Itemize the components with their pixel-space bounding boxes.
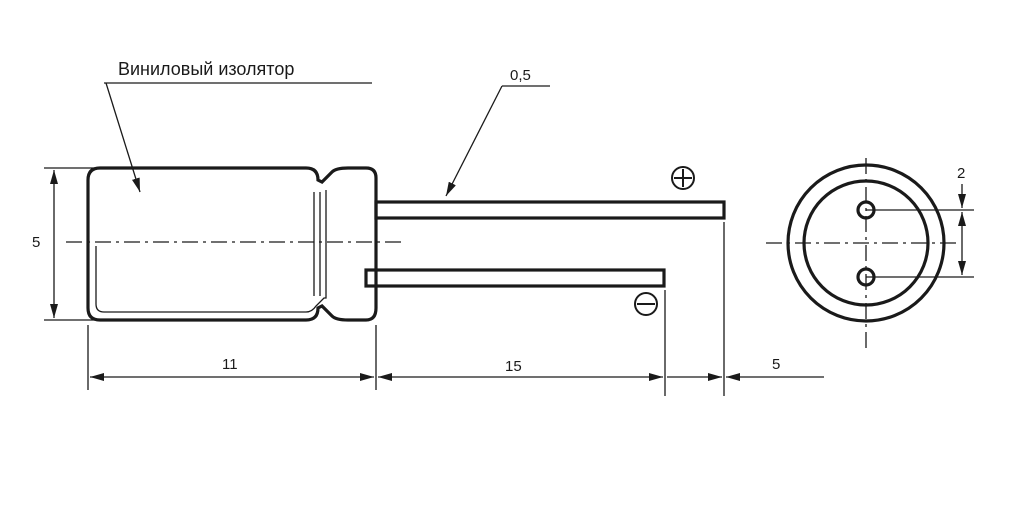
body-length-label: 11	[222, 356, 238, 373]
end-view	[766, 158, 960, 352]
body-diameter-label: 5	[32, 234, 40, 251]
pin-pitch-label: 2	[957, 165, 965, 182]
lead-length-label: 15	[505, 358, 522, 375]
lead-long-positive	[374, 200, 726, 220]
insulator-label: Виниловый изолятор	[118, 59, 294, 79]
insulator-callout: Виниловый изолятор	[104, 59, 372, 193]
pin-pitch-dimension: 2	[866, 165, 974, 278]
lead-offset-label: 5	[772, 356, 780, 373]
lead-short-negative	[364, 268, 666, 288]
lead-diameter-callout: 0,5	[445, 67, 550, 197]
length-dimensions: 11 15 5	[87, 222, 824, 396]
lead-diameter-label: 0,5	[510, 67, 531, 84]
capacitor-body	[86, 166, 378, 322]
positive-mark-icon	[671, 166, 695, 190]
body-diameter-dimension: 5	[32, 167, 100, 321]
negative-mark-icon	[634, 292, 658, 316]
